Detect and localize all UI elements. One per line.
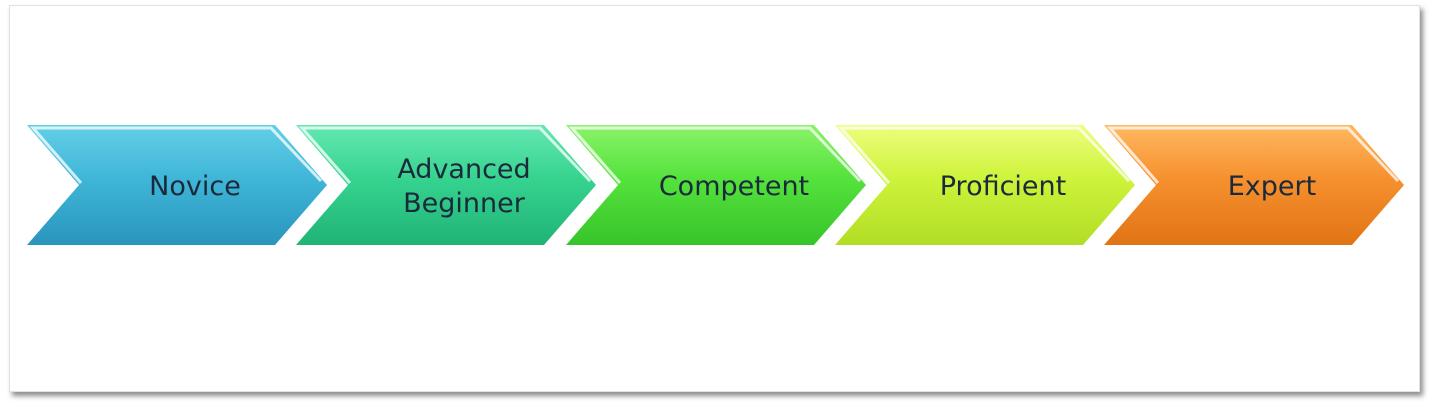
- chevron-shape: [1104, 125, 1404, 245]
- stage-label-line: Competent: [659, 171, 809, 202]
- stage-novice: Novice: [27, 125, 327, 245]
- stage-expert: Expert: [1104, 125, 1404, 245]
- stage-proficient: Proficient: [835, 125, 1135, 245]
- stage-label-line: Advanced: [397, 154, 530, 185]
- stage-label: Competent: [659, 171, 809, 202]
- chevron-shape: [835, 125, 1135, 245]
- chevron-shape: [296, 125, 596, 245]
- chevron-shape: [566, 125, 866, 245]
- stage-label-line: Expert: [1228, 171, 1316, 202]
- stage-label: Expert: [1228, 171, 1316, 202]
- chevron-shape: [27, 125, 327, 245]
- stage-competent: Competent: [566, 125, 866, 245]
- chevron-highlight: [298, 126, 592, 184]
- stage-label: Novice: [149, 171, 241, 202]
- stage-label-line: Novice: [149, 171, 241, 202]
- stage-label-line: Proficient: [940, 171, 1067, 202]
- chevron-highlight: [1106, 126, 1400, 184]
- chevron-highlight: [29, 126, 323, 184]
- chevron-highlight: [837, 126, 1131, 184]
- chevron-highlight: [568, 126, 862, 184]
- stage-label: Proficient: [940, 171, 1067, 202]
- stage-label-line: Beginner: [403, 188, 526, 219]
